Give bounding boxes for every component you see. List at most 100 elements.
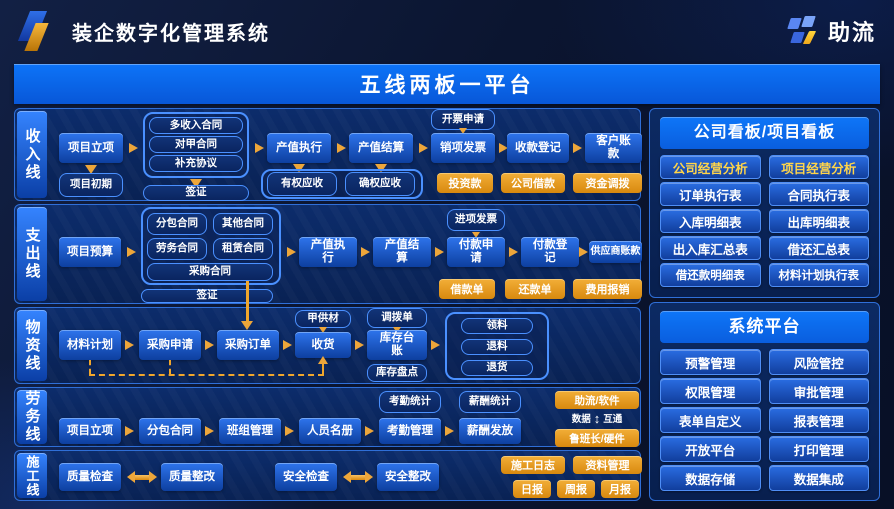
node-goods-receipt: 收货 — [295, 332, 351, 358]
tag-expense-reimburse[interactable]: 费用报销 — [573, 279, 642, 299]
node-output-settlement: 产值结算 — [349, 133, 413, 163]
platform-button-approval-management[interactable]: 审批管理 — [768, 378, 869, 404]
tag-fund-transfer[interactable]: 资金调拨 — [573, 173, 642, 193]
node-material-plan: 材料计划 — [59, 330, 121, 360]
node-personnel-roster: 人员名册 — [299, 418, 361, 444]
board-button-inout-summary[interactable]: 出入库汇总表 — [660, 236, 761, 260]
arrow-right-icon — [287, 247, 296, 257]
node-input-invoice: 进项发票 — [447, 209, 505, 231]
node-purchase-order: 采购订单 — [217, 330, 279, 360]
node-output-execution: 产值执行 — [299, 237, 357, 267]
board-button-company-analysis[interactable]: 公司经营分析 — [660, 155, 761, 179]
node-output-execution: 产值执行 — [267, 133, 331, 163]
node-pick-material: 领料 — [461, 318, 533, 334]
arrow-right-icon — [445, 426, 454, 436]
arrow-down-icon — [319, 327, 327, 333]
material-line-label: 物资线 — [17, 310, 47, 381]
node-payment-apply: 付款申请 — [447, 237, 505, 267]
node-other-contract: 其他合同 — [213, 213, 273, 235]
platform-button-data-integration[interactable]: 数据集成 — [768, 465, 869, 491]
node-salary-stats: 薪酬统计 — [459, 391, 521, 413]
platform-button-permission-management[interactable]: 权限管理 — [660, 378, 761, 404]
tag-daily-report[interactable]: 日报 — [513, 480, 551, 498]
double-arrow-icon — [127, 471, 157, 483]
arrow-up-icon — [318, 356, 328, 364]
arrow-down-icon — [241, 321, 253, 330]
node-quality-check: 质量检查 — [59, 463, 121, 491]
node-inventory-count: 库存盘点 — [367, 364, 427, 382]
data-link-label: 数据 ↕ 互通 — [555, 410, 639, 426]
arrow-right-icon — [355, 340, 364, 350]
board-button-outbound-detail[interactable]: 出库明细表 — [768, 209, 869, 233]
node-project-early: 项目初期 — [59, 173, 123, 197]
node-project-budget: 项目预算 — [59, 237, 121, 267]
board-button-material-plan-execution[interactable]: 材料计划执行表 — [768, 263, 869, 287]
app-logo-icon — [17, 9, 58, 53]
dashed-connector — [89, 360, 91, 374]
arrow-down-icon — [85, 165, 97, 174]
arrow-down-icon — [190, 179, 202, 188]
platform-button-data-storage[interactable]: 数据存储 — [660, 465, 761, 491]
tag-weekly-report[interactable]: 周报 — [557, 480, 595, 498]
arrow-down-icon — [472, 232, 480, 238]
node-output-settlement: 产值结算 — [373, 237, 431, 267]
updown-arrow-icon: ↕ — [593, 410, 601, 426]
node-return-material: 退料 — [461, 339, 533, 355]
arrow-right-icon — [255, 143, 264, 153]
arrow-right-icon — [205, 340, 214, 350]
content: 五线两板一平台 收入线 项目立项 项目初期 多收入合同 对甲合同 — [14, 64, 880, 501]
arrow-right-icon — [127, 247, 136, 257]
platform-button-open-platform[interactable]: 开放平台 — [660, 436, 761, 462]
link-word: 互通 — [603, 414, 623, 425]
tag-investment-fund[interactable]: 投资款 — [437, 173, 493, 193]
expense-line-label: 支出线 — [17, 207, 47, 301]
labor-line-row: 劳务线 项目立项 分包合同 班组管理 人员名册 考勤统计 考勤管理 薪酬统计 — [14, 387, 641, 447]
node-safety-check: 安全检查 — [275, 463, 337, 491]
tag-lubanzhang-hardware[interactable]: 鲁班长/硬件 — [555, 429, 639, 447]
platform-button-report-management[interactable]: 报表管理 — [768, 407, 869, 433]
board-button-inbound-detail[interactable]: 入库明细表 — [660, 209, 761, 233]
dashed-connector — [169, 360, 171, 374]
platform-panel-title: 系统平台 — [660, 311, 869, 343]
node-multi-income-contract: 多收入合同 — [149, 117, 243, 134]
double-arrow-icon — [343, 471, 373, 483]
node-sales-invoice: 销项发票 — [431, 133, 495, 163]
arrow-right-icon — [431, 340, 440, 350]
expense-line-row: 支出线 项目预算 分包合同 其他合同 劳务合同 租赁合同 采购合同 签证 产值执… — [14, 204, 642, 304]
node-receivable-right: 有权应收 — [267, 172, 337, 196]
node-invoice-apply: 开票申请 — [431, 109, 495, 130]
tag-company-loan[interactable]: 公司借款 — [501, 173, 565, 193]
node-subcontract: 分包合同 — [139, 418, 201, 444]
arrow-right-icon — [205, 426, 214, 436]
board-button-contract-execution[interactable]: 合同执行表 — [768, 182, 869, 206]
node-expense-visa: 签证 — [141, 289, 273, 303]
node-return-goods: 退货 — [461, 360, 533, 376]
node-receipt-register: 收款登记 — [507, 133, 569, 163]
dashed-connector — [322, 364, 324, 374]
tag-document-management[interactable]: 资料管理 — [573, 456, 642, 474]
node-project-initiation: 项目立项 — [59, 133, 123, 163]
node-receivable-confirmed: 确权应收 — [345, 172, 415, 196]
board-button-order-execution[interactable]: 订单执行表 — [660, 182, 761, 206]
construction-line-label: 施工线 — [17, 453, 47, 498]
tag-monthly-report[interactable]: 月报 — [601, 480, 639, 498]
tag-repayment-note[interactable]: 还款单 — [505, 279, 565, 299]
arrow-right-icon — [337, 143, 346, 153]
tag-zhuliu-software[interactable]: 助流/软件 — [555, 391, 639, 409]
node-income-visa: 签证 — [143, 185, 249, 201]
tag-construction-log[interactable]: 施工日志 — [501, 456, 565, 474]
board-button-borrow-return-summary[interactable]: 借还汇总表 — [768, 236, 869, 260]
dashed-connector — [89, 374, 324, 376]
platform-button-risk-control[interactable]: 风险管控 — [768, 349, 869, 375]
brand: 助流 — [787, 15, 876, 47]
platform-button-form-customization[interactable]: 表单自定义 — [660, 407, 761, 433]
arrow-down-icon — [293, 164, 305, 173]
income-line-label: 收入线 — [17, 111, 47, 198]
tag-loan-note[interactable]: 借款单 — [439, 279, 495, 299]
board-button-borrow-return-detail[interactable]: 借还款明细表 — [660, 263, 761, 287]
node-owner-supplied-material: 甲供材 — [295, 310, 351, 328]
platform-button-warning-management[interactable]: 预警管理 — [660, 349, 761, 375]
platform-button-print-management[interactable]: 打印管理 — [768, 436, 869, 462]
board-button-project-analysis[interactable]: 项目经营分析 — [768, 155, 869, 179]
lightning-icon — [802, 31, 817, 44]
